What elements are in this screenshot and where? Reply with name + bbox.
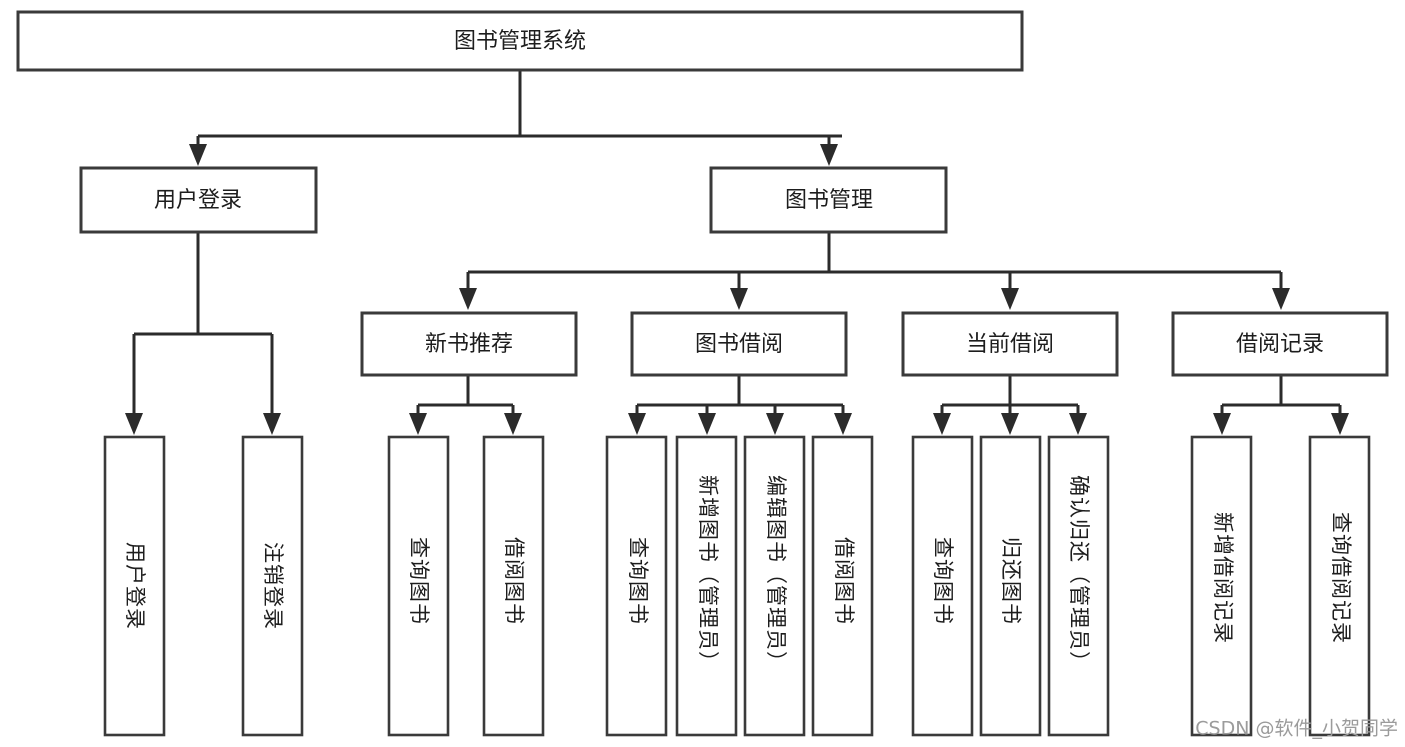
node-leaf-return-book-box[interactable]	[979, 435, 1042, 737]
node-leaf-edit-book-label: 编辑图书（管理员）	[764, 475, 788, 673]
arrow-root-to-user-login-icon	[189, 144, 207, 166]
node-leaf-query-book-3-box[interactable]	[911, 435, 974, 737]
node-leaf-confirm-return[interactable]: 确认归还（管理员）	[1047, 435, 1110, 737]
arrow-to-book-borrow-icon	[730, 288, 748, 310]
arrow-to-borrow-record-icon	[1272, 288, 1290, 310]
node-user-login-box[interactable]	[79, 166, 318, 234]
node-new-book-recommend-box[interactable]	[360, 311, 578, 377]
node-leaf-return-book[interactable]: 归还图书	[979, 435, 1042, 737]
node-leaf-borrow-book-1-box[interactable]	[482, 435, 545, 737]
watermark-label: CSDN @软件_小贺同学	[1195, 718, 1398, 740]
node-book-manage-box[interactable]	[709, 166, 948, 234]
connector-group-user-login	[125, 232, 281, 435]
node-leaf-query-record-label: 查询借阅记录	[1329, 512, 1353, 644]
arrow-root-to-book-manage-icon	[820, 144, 838, 166]
arrow-leaf-confirm-return-icon	[1069, 413, 1087, 435]
node-leaf-confirm-return-label: 确认归还（管理员）	[1067, 475, 1091, 673]
node-book-borrow-box[interactable]	[630, 311, 848, 377]
node-borrow-record-label: 借阅记录	[1236, 332, 1324, 357]
node-leaf-add-book[interactable]: 新增图书（管理员）	[675, 435, 738, 737]
node-leaf-user-logout-label: 注销登录	[261, 542, 285, 630]
arrow-leaf-user-login-icon	[125, 413, 143, 435]
node-leaf-user-logout-box[interactable]	[241, 435, 304, 737]
node-book-manage[interactable]: 图书管理	[709, 166, 948, 234]
node-user-login[interactable]: 用户登录	[79, 166, 318, 234]
arrow-leaf-query-book-3-icon	[933, 413, 951, 435]
node-leaf-borrow-book-2-label: 借阅图书	[832, 537, 856, 625]
node-leaf-borrow-book-1[interactable]: 借阅图书	[482, 435, 545, 737]
arrow-leaf-borrow-book-2-icon	[834, 413, 852, 435]
node-leaf-query-book-1[interactable]: 查询图书	[387, 435, 450, 737]
arrow-leaf-query-book-2-icon	[628, 413, 646, 435]
arrow-leaf-user-logout-icon	[263, 413, 281, 435]
node-leaf-borrow-book-1-label: 借阅图书	[502, 537, 526, 625]
node-leaf-query-record[interactable]: 查询借阅记录	[1308, 435, 1371, 737]
node-leaf-query-book-2-box[interactable]	[605, 435, 668, 737]
node-leaf-user-login-label: 用户登录	[123, 542, 147, 630]
arrow-leaf-query-book-1-icon	[409, 413, 427, 435]
node-user-login-label: 用户登录	[154, 188, 242, 213]
node-borrow-record[interactable]: 借阅记录	[1171, 311, 1389, 377]
connector-group-borrow-record	[1213, 375, 1349, 435]
node-leaf-user-logout[interactable]: 注销登录	[241, 435, 304, 737]
connector-group-book-manage	[459, 232, 1290, 310]
node-leaf-add-record-label: 新增借阅记录	[1211, 512, 1235, 644]
node-leaf-query-book-3[interactable]: 查询图书	[911, 435, 974, 737]
node-root-label: 图书管理系统	[454, 29, 586, 54]
node-book-manage-label: 图书管理	[785, 188, 873, 213]
node-current-borrow-box[interactable]	[901, 311, 1119, 377]
node-current-borrow-label: 当前借阅	[966, 332, 1054, 357]
arrow-leaf-edit-book-icon	[766, 413, 784, 435]
arrow-leaf-borrow-book-1-icon	[504, 413, 522, 435]
connector-group-root	[189, 70, 842, 166]
connector-group-book-borrow	[628, 375, 852, 435]
node-leaf-query-book-2[interactable]: 查询图书	[605, 435, 668, 737]
connector-group-current-borrow	[933, 375, 1087, 435]
node-leaf-user-login-box[interactable]	[103, 435, 166, 737]
node-leaf-query-record-box[interactable]	[1308, 435, 1371, 737]
node-new-book-recommend-label: 新书推荐	[425, 332, 513, 357]
node-leaf-add-record[interactable]: 新增借阅记录	[1190, 435, 1253, 737]
node-leaf-confirm-return-box[interactable]	[1047, 435, 1110, 737]
node-leaf-edit-book[interactable]: 编辑图书（管理员）	[743, 435, 806, 737]
arrow-leaf-add-record-icon	[1213, 413, 1231, 435]
arrow-leaf-add-book-icon	[698, 413, 716, 435]
arrow-to-current-borrow-icon	[1001, 288, 1019, 310]
node-leaf-edit-book-box[interactable]	[743, 435, 806, 737]
node-borrow-record-box[interactable]	[1171, 311, 1389, 377]
node-leaf-borrow-book-2-box[interactable]	[811, 435, 874, 737]
node-leaf-borrow-book-2[interactable]: 借阅图书	[811, 435, 874, 737]
node-book-borrow[interactable]: 图书借阅	[630, 311, 848, 377]
node-leaf-query-book-3-label: 查询图书	[931, 537, 955, 625]
node-new-book-recommend[interactable]: 新书推荐	[360, 311, 578, 377]
arrow-leaf-query-record-icon	[1331, 413, 1349, 435]
arrow-leaf-return-book-icon	[1001, 413, 1019, 435]
node-book-borrow-label: 图书借阅	[695, 332, 783, 357]
node-root[interactable]: 图书管理系统	[16, 10, 1024, 72]
node-leaf-query-book-1-box[interactable]	[387, 435, 450, 737]
node-leaf-add-record-box[interactable]	[1190, 435, 1253, 737]
node-leaf-query-book-2-label: 查询图书	[626, 537, 650, 625]
node-leaf-add-book-label: 新增图书（管理员）	[696, 475, 720, 673]
node-leaf-query-book-1-label: 查询图书	[407, 537, 431, 625]
node-leaf-add-book-box[interactable]	[675, 435, 738, 737]
node-leaf-user-login[interactable]: 用户登录	[103, 435, 166, 737]
connector-group-new-book-recommend	[409, 375, 522, 435]
node-leaf-return-book-label: 归还图书	[999, 537, 1023, 625]
node-root-box[interactable]	[16, 10, 1024, 72]
node-current-borrow[interactable]: 当前借阅	[901, 311, 1119, 377]
arrow-to-new-book-recommend-icon	[459, 288, 477, 310]
